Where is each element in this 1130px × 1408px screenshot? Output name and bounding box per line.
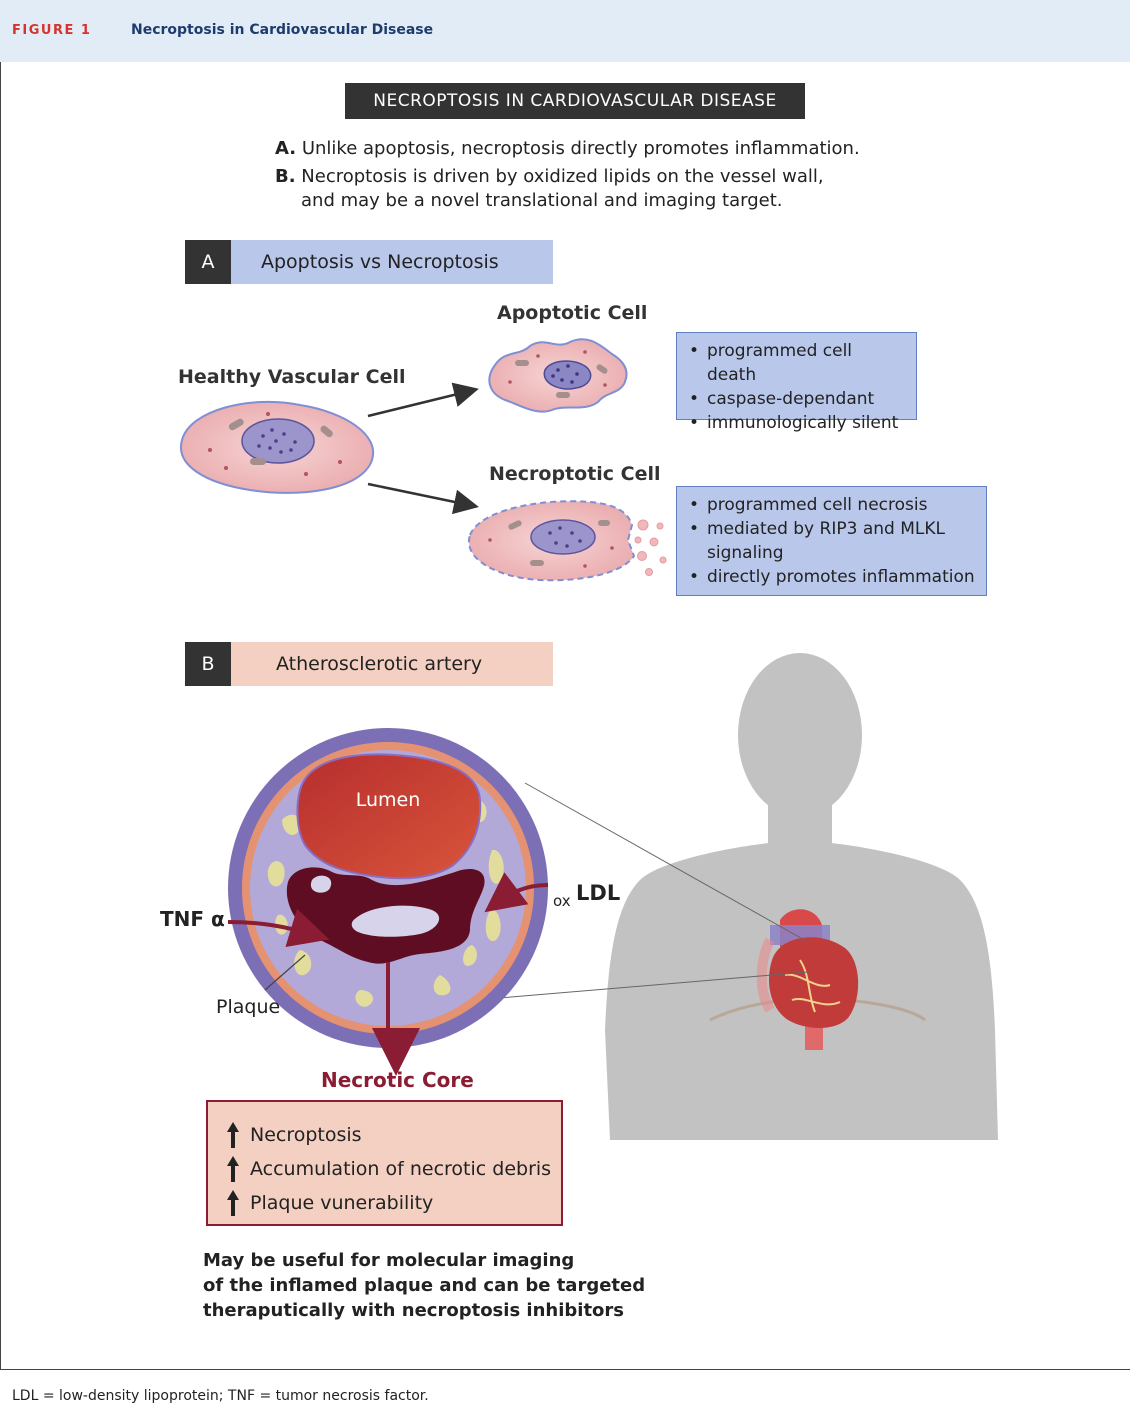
up-arrow-icon <box>226 1122 240 1148</box>
conclusion-line: of the inflamed plaque and can be target… <box>203 1273 645 1298</box>
conclusion-line: theraputically with necroptosis inhibito… <box>203 1298 645 1323</box>
ldl-subscript: ox <box>553 892 571 910</box>
lumen-label: Lumen <box>356 789 421 811</box>
core-item: Necroptosis <box>226 1122 362 1148</box>
necrotic-core-box: Necroptosis Accumulation of necrotic deb… <box>206 1100 563 1226</box>
core-item: Plaque vunerability <box>226 1190 433 1216</box>
human-silhouette <box>605 653 998 1140</box>
conclusion-line: May be useful for molecular imaging <box>203 1248 645 1273</box>
footnote: LDL = low-density lipoprotein; TNF = tum… <box>12 1388 429 1404</box>
up-arrow-icon <box>226 1190 240 1216</box>
plaque-label: Plaque <box>216 996 280 1018</box>
tnf-label: TNF α <box>160 907 225 931</box>
ldl-label: LDL <box>576 881 620 905</box>
up-arrow-icon <box>226 1156 240 1182</box>
conclusion-text: May be useful for molecular imaging of t… <box>203 1248 645 1323</box>
necrotic-core-title: Necrotic Core <box>321 1068 474 1092</box>
core-item: Accumulation of necrotic debris <box>226 1156 551 1182</box>
